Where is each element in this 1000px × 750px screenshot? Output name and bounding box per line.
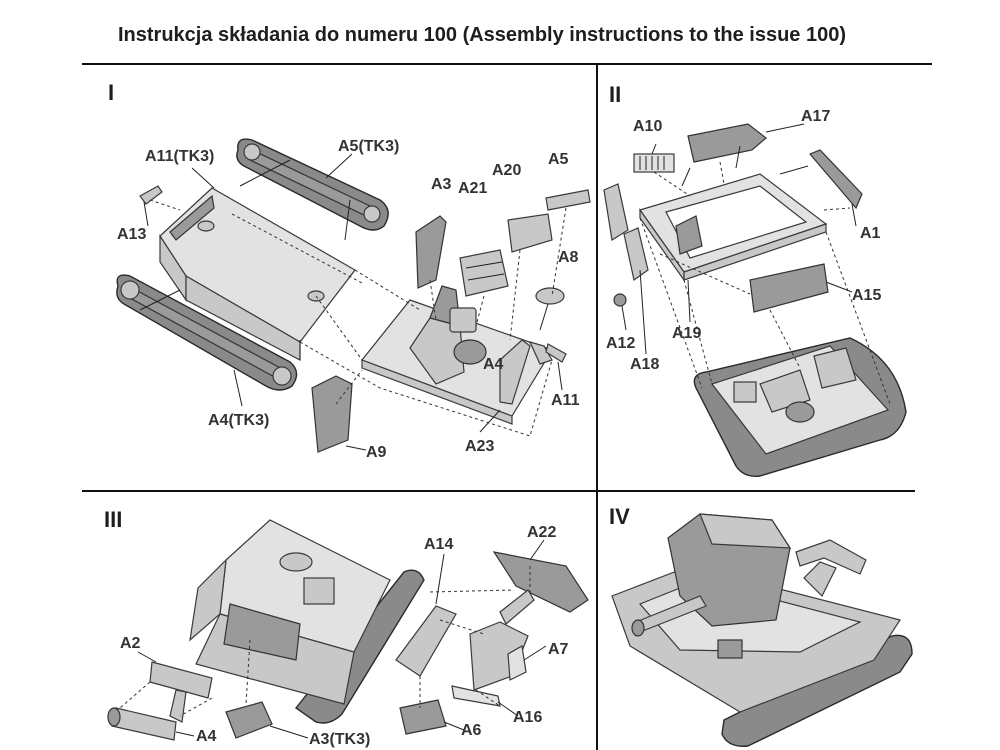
track-a4-tk3 — [116, 274, 298, 391]
part-a1 — [809, 149, 863, 210]
part-a16 — [451, 685, 501, 707]
label-a13: A13 — [117, 226, 147, 243]
panel-3-artwork — [107, 519, 589, 741]
panel-number-4: IV — [609, 504, 630, 529]
label-a17: A17 — [801, 108, 831, 125]
label-a4-muffler: A4 — [196, 728, 217, 745]
label-a14: A14 — [424, 536, 454, 553]
part-a18 — [623, 227, 649, 282]
floor-plate-a23 — [361, 285, 553, 425]
part-a10 — [633, 153, 675, 173]
label-a3: A3 — [431, 176, 452, 193]
hull-assembly-3 — [189, 519, 425, 724]
part-a22 — [492, 551, 589, 613]
panel-number-3: III — [104, 507, 123, 532]
part-a17 — [687, 123, 767, 163]
part-a6 — [399, 699, 447, 735]
label-a23: A23 — [465, 438, 495, 455]
hull-assembly — [693, 337, 907, 477]
part-a7 — [507, 645, 527, 681]
vertical-divider — [596, 64, 598, 750]
label-a2: A2 — [120, 635, 141, 652]
panel-number-2: II — [609, 82, 622, 107]
hull-tub — [159, 187, 356, 361]
label-a15: A15 — [852, 287, 882, 304]
part-a3 — [415, 215, 447, 289]
label-a6: A6 — [461, 722, 482, 739]
panel-4-artwork — [611, 513, 913, 747]
part-a15 — [749, 263, 829, 313]
label-a5-tk3: A5(TK3) — [338, 138, 400, 155]
panel-2-artwork — [603, 123, 907, 477]
label-a1: A1 — [860, 225, 881, 242]
top-divider — [82, 63, 932, 65]
part-a5 — [545, 189, 591, 211]
label-a20: A20 — [492, 162, 522, 179]
label-a8: A8 — [558, 249, 579, 266]
panel-number-1: I — [108, 80, 115, 105]
label-a11: A11 — [551, 392, 580, 409]
panel-1-artwork — [116, 138, 591, 453]
label-a18: A18 — [630, 356, 660, 373]
label-a3-tk3: A3(TK3) — [309, 731, 371, 748]
label-a12: A12 — [606, 335, 636, 352]
part-a4-muffler — [107, 689, 187, 741]
label-a16: A16 — [513, 709, 543, 726]
label-a4-seat: A4 — [483, 356, 504, 373]
part-a14 — [395, 605, 457, 677]
label-a4-tk3: A4(TK3) — [208, 412, 270, 429]
label-a7: A7 — [548, 641, 569, 658]
part-a12 — [613, 293, 627, 307]
upper-frame — [639, 173, 828, 282]
label-a22: A22 — [527, 524, 557, 541]
part-a8 — [535, 287, 565, 305]
horizontal-divider-left — [82, 490, 597, 492]
page-title: Instrukcja składania do numeru 100 (Asse… — [118, 24, 847, 46]
part-a13 — [139, 185, 163, 205]
label-a11-tk3: A11(TK3) — [145, 148, 215, 165]
label-a21: A21 — [458, 180, 488, 197]
part-a11 — [545, 343, 567, 363]
part-a21 — [459, 249, 509, 297]
part-a9 — [311, 375, 353, 453]
part-a2 — [149, 661, 213, 699]
part-a20 — [507, 213, 553, 253]
label-a10: A10 — [633, 118, 663, 135]
track-a5-tk3 — [236, 138, 389, 231]
part-a3-tk3 — [225, 701, 273, 739]
label-a19: A19 — [672, 325, 702, 342]
horizontal-divider-right — [597, 490, 915, 492]
label-a9: A9 — [366, 444, 387, 461]
label-a5: A5 — [548, 151, 569, 168]
